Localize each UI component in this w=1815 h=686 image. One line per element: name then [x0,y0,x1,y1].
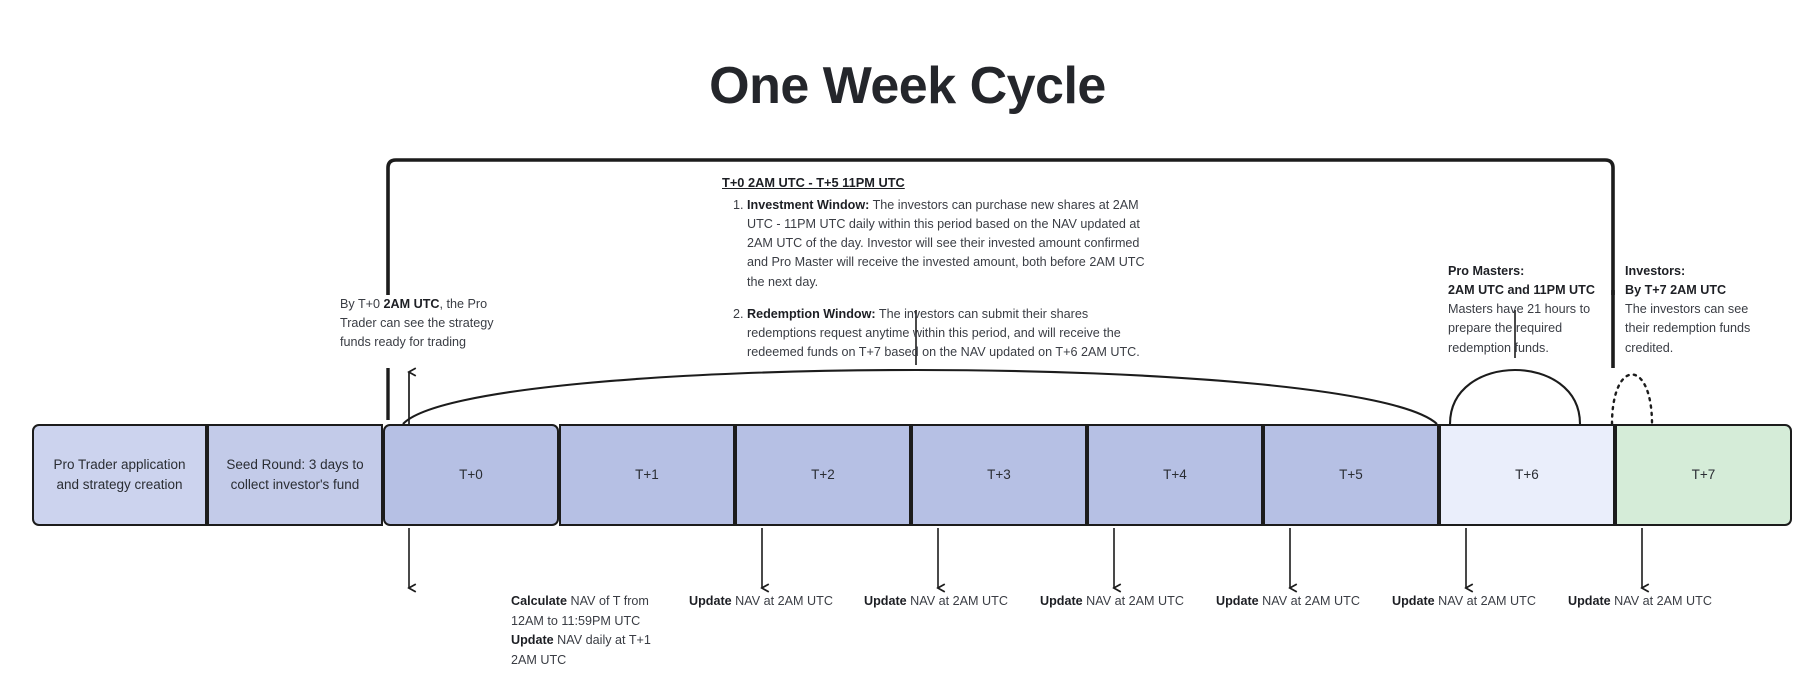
bottom-note-t6-update: Update NAV at 2AM UTC [1568,594,1712,608]
investors-deadline: By T+7 2AM UTC [1625,283,1727,298]
timeline-cell-label: T+1 [635,467,659,483]
window-note-list: Investment Window: The investors can pur… [722,196,1147,363]
window-note-item: Investment Window: The investors can pur… [747,196,1147,292]
bottom-note-t1-update: Update NAV at 2AM UTC [689,594,833,608]
timeline-cell-seed-round-3-days-to-collect-investor-s-fund: Seed Round: 3 days to collect investor's… [207,424,383,526]
bottom-note-t4-update: Update NAV at 2AM UTC [1216,594,1360,608]
timeline-cell-label: T+2 [811,467,835,483]
timeline-cell-t-0: T+0 [383,424,559,526]
annotation-pro-trader: By T+0 2AM UTC, the Pro Trader can see t… [340,295,500,352]
timeline-cell-label: T+6 [1515,467,1539,483]
page-title: One Week Cycle [709,57,1106,115]
pro-masters-times: 2AM UTC and 11PM UTC [1448,283,1595,298]
timeline-cell-label: T+7 [1691,467,1716,483]
timeline-cell-t-6: T+6 [1439,424,1615,526]
timeline-cell-pro-trader-application-and-strategy-creation: Pro Trader application and strategy crea… [32,424,207,526]
annotation-investors: Investors: By T+7 2AM UTC The investors … [1625,262,1775,358]
timeline-cell-t-2: T+2 [735,424,911,526]
bottom-note-t0-nav-note: Calculate NAV of T from 12AM to 11:59PM … [511,594,651,667]
timeline-cell-label: T+4 [1163,467,1187,483]
investors-body: The investors can see their redemption f… [1625,302,1751,355]
pro-masters-body: Masters have 21 hours to prepare the req… [1448,302,1591,355]
window-note-item: Redemption Window: The investors can sub… [747,305,1147,363]
timeline-cell-label: Seed Round: 3 days to collect investor's… [226,457,364,492]
bottom-note-t5-update: Update NAV at 2AM UTC [1392,594,1536,608]
timeline-cell-label: Pro Trader application and strategy crea… [53,457,186,492]
bottom-note-t2-update: Update NAV at 2AM UTC [864,594,1008,608]
annotation-window-note: T+0 2AM UTC - T+5 11PM UTC Investment Wi… [722,173,1147,376]
timeline-cell-t-3: T+3 [911,424,1087,526]
investors-title: Investors: [1625,264,1686,278]
timeline-cell-label: T+0 [459,467,483,483]
annotation-pro-masters: Pro Masters: 2AM UTC and 11PM UTC Master… [1448,262,1598,358]
timeline-row: Pro Trader application and strategy crea… [32,424,1792,526]
timeline-cell-t-5: T+5 [1263,424,1439,526]
timeline-cell-t-1: T+1 [559,424,735,526]
timeline-cell-label: T+5 [1339,467,1363,483]
timeline-cell-t-4: T+4 [1087,424,1263,526]
pro-trader-text: By T+0 2AM UTC, the Pro Trader can see t… [340,297,494,350]
window-note-heading: T+0 2AM UTC - T+5 11PM UTC [722,175,905,190]
timeline-cell-label: T+3 [987,467,1011,483]
timeline-cell-t-7: T+7 [1615,424,1792,526]
pro-masters-title: Pro Masters: [1448,264,1525,278]
bottom-note-t3-update: Update NAV at 2AM UTC [1040,594,1184,608]
